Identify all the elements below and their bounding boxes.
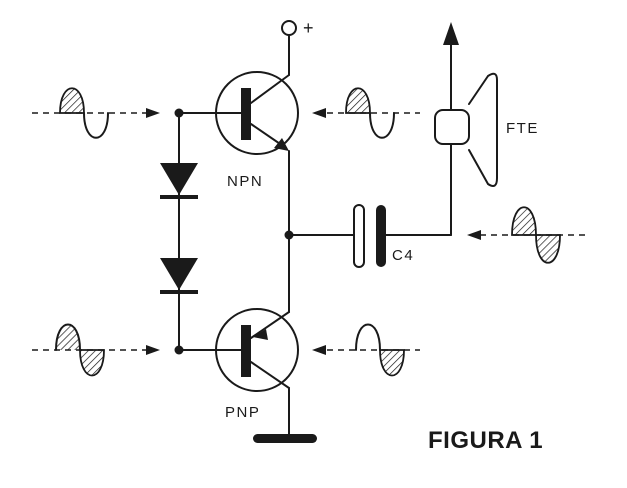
speaker <box>434 22 498 187</box>
pnp-transistor <box>178 308 299 392</box>
npn-transistor <box>178 71 299 155</box>
supply-plus-label: + <box>303 18 314 38</box>
pnp-label: PNP <box>225 404 260 421</box>
capacitor-c4 <box>353 144 452 268</box>
diode-upper <box>160 163 198 199</box>
diode-lower <box>160 258 198 294</box>
supply-terminal <box>281 20 297 76</box>
waveform-input-top <box>32 87 160 139</box>
waveform-npn-half-cycle <box>312 87 420 139</box>
waveform-pnp-half-cycle <box>312 323 420 377</box>
capacitor-label: C4 <box>392 247 414 264</box>
figure-caption: FIGURA 1 <box>428 427 543 454</box>
waveform-output <box>467 206 585 264</box>
speaker-label: FTE <box>506 120 539 137</box>
output-node-wiring <box>253 150 355 443</box>
bias-diodes <box>160 108 198 355</box>
npn-label: NPN <box>227 173 263 190</box>
waveform-input-bottom <box>32 323 160 377</box>
